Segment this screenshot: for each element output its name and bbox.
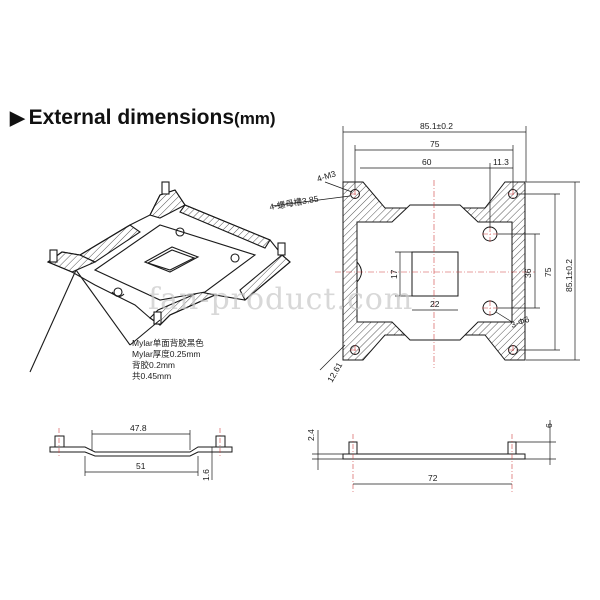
dim-offset: 11.3 [493, 157, 509, 167]
title-unit: (mm) [234, 109, 276, 128]
dim-overall-height: 85.1±0.2 [564, 259, 574, 292]
dim-span-bottom: 51 [136, 461, 146, 471]
dim-overall-width: 85.1±0.2 [420, 121, 453, 131]
dim-hole-spacing-x: 75 [430, 139, 440, 149]
watermark: fan-product.com [148, 282, 414, 317]
dim-width-22: 22 [430, 299, 440, 309]
dim-height-17: 17 [389, 269, 399, 279]
dim-height-36: 36 [523, 268, 533, 278]
material-notes: Mylar单面背胶黑色 Mylar厚度0.25mm 背胶0.2mm 共0.45m… [132, 338, 204, 382]
note-line: Mylar厚度0.25mm [132, 349, 201, 359]
title-arrow-icon: ▶ [10, 108, 25, 129]
iso-plate [29, 181, 291, 373]
dim-left-height: 2.4 [306, 429, 316, 441]
dim-hole-spacing-y: 75 [543, 267, 553, 277]
dim-inner-width: 60 [422, 157, 432, 167]
title-text: External dimensions [28, 106, 235, 129]
dim-span: 72 [428, 473, 438, 483]
dim-thickness: 1.6 [201, 469, 211, 481]
dim-right-height: 6 [544, 423, 554, 428]
section-title: ▶External dimensions(mm) [10, 106, 276, 130]
note-line: 背胶0.2mm [132, 360, 175, 370]
note-line: 共0.45mm [132, 371, 172, 381]
note-line: Mylar单面背胶黑色 [132, 338, 204, 348]
dim-span-top: 47.8 [130, 423, 147, 433]
